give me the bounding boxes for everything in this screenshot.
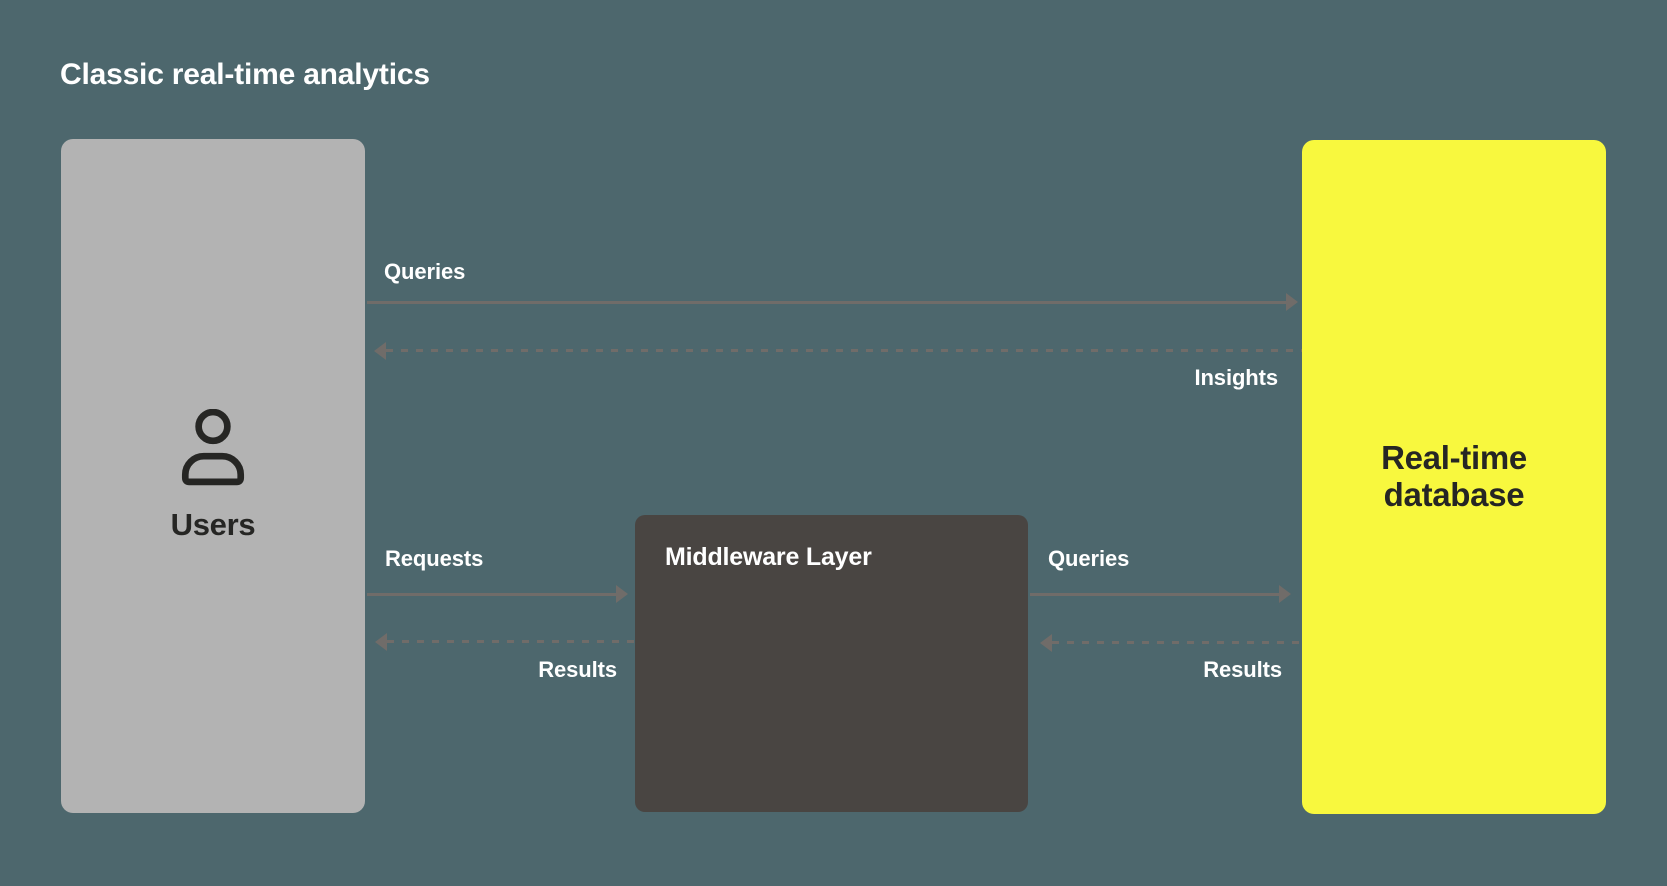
middleware-label: Middleware Layer [665, 543, 872, 571]
page-title: Classic real-time analytics [60, 58, 430, 91]
arrowhead-right-icon [616, 585, 628, 603]
arrow-results-left-line [387, 640, 635, 643]
arrow-requests-line [367, 593, 616, 596]
arrowhead-left-icon [374, 342, 386, 360]
arrow-queries-top-line [367, 301, 1286, 304]
arrow-queries-middle-label: Queries [1048, 546, 1130, 571]
node-middleware: Middleware Layer [635, 515, 1028, 812]
arrow-results-right-label: Results [1203, 657, 1282, 682]
arrow-results-left-label: Results [538, 657, 617, 682]
node-users: Users [61, 139, 365, 813]
node-database: Real-time database [1302, 140, 1606, 814]
users-label: Users [170, 507, 256, 542]
database-label: Real-time database [1381, 439, 1527, 513]
arrow-requests-label: Requests [385, 546, 484, 571]
arrowhead-right-icon [1279, 585, 1291, 603]
arrowhead-right-icon [1286, 293, 1298, 311]
person-icon [181, 409, 245, 486]
arrow-queries-middle-line [1030, 593, 1279, 596]
arrow-queries-top-label: Queries [384, 259, 466, 284]
arrow-insights-line [386, 349, 1302, 352]
arrow-results-right-line [1052, 641, 1302, 644]
arrow-insights-label: Insights [1194, 365, 1278, 390]
arrowhead-left-icon [1040, 634, 1052, 652]
arrowhead-left-icon [375, 633, 387, 651]
